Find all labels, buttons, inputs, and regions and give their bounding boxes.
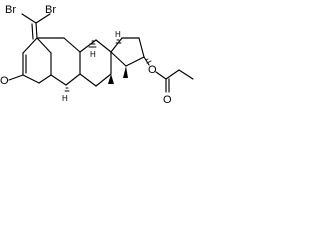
bond-a5 <box>38 74 52 84</box>
bond-c2 <box>95 39 112 53</box>
methyl-wedge-d <box>123 66 128 78</box>
bond-e2 <box>155 71 167 80</box>
carbonyl-oxygen-label: O <box>163 94 172 106</box>
steroid-structure-diagram: Br Br O O O H H H <box>0 4 194 106</box>
bond-c1 <box>79 39 97 53</box>
ketone-oxygen-label: O <box>0 75 9 87</box>
hydrogen-label-right: H <box>115 30 121 39</box>
bond-d3 <box>138 37 145 58</box>
bond-cbr-right <box>35 13 51 24</box>
hydrogen-label-upper: H <box>90 50 96 59</box>
hashed-bond-h-right <box>115 39 122 44</box>
atom-labels: Br Br O O O H H H <box>0 4 172 106</box>
bond-d1 <box>110 37 123 53</box>
bond-exocyclic-double-a <box>35 22 38 39</box>
hashed-bond-h-lower <box>64 87 70 92</box>
bond-lines <box>8 13 194 93</box>
bond-b4 <box>65 73 81 86</box>
hashed-bond-ester <box>145 58 152 64</box>
bromine-label-left: Br <box>5 4 16 16</box>
bond-a1 <box>22 37 38 54</box>
hydrogen-label-lower: H <box>62 94 68 103</box>
bond-e5 <box>178 69 194 80</box>
bond-b5 <box>50 74 67 86</box>
bromine-label-right: Br <box>45 4 56 16</box>
bond-exocyclic-double-b <box>31 23 34 40</box>
hashed-bond-h-upper <box>88 40 97 48</box>
ester-oxygen-label: O <box>148 64 157 76</box>
bond-a4 <box>22 74 40 84</box>
bond-c5 <box>79 73 97 87</box>
bond-c4 <box>95 73 112 87</box>
bond-a7 <box>36 37 52 54</box>
bond-b2 <box>63 37 81 53</box>
bond-cbr-left <box>21 13 37 24</box>
bond-a3 <box>8 74 24 81</box>
bond-d4 <box>125 56 145 67</box>
bond-e1 <box>143 56 150 66</box>
methyl-wedge-lower <box>108 74 114 84</box>
bond-d5 <box>110 51 127 67</box>
bond-e4 <box>165 69 180 80</box>
stereo-bonds <box>64 39 152 92</box>
